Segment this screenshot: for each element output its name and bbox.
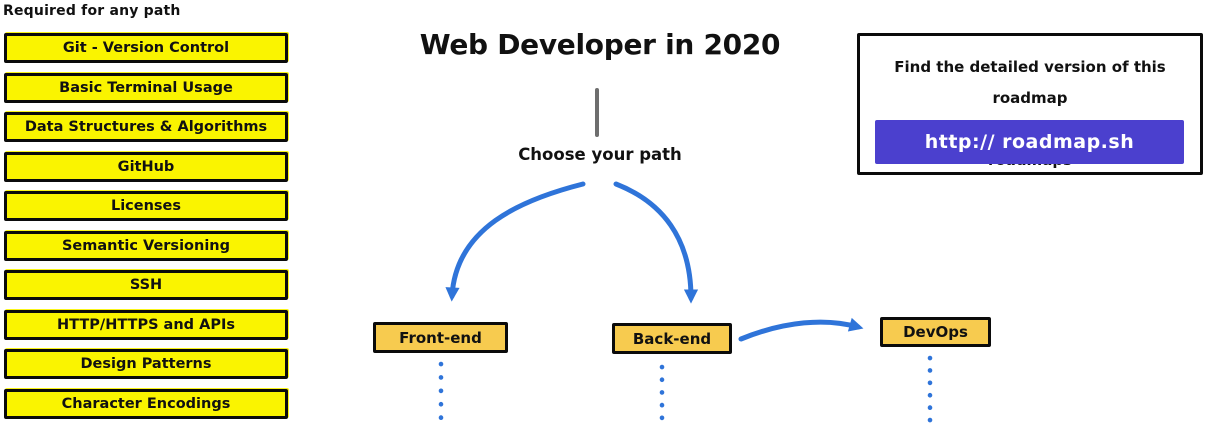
arrow-backend-to-devops (738, 317, 864, 342)
skill-label: Design Patterns (80, 356, 212, 372)
path-node-label: Front-end (399, 328, 482, 347)
skill-label: SSH (129, 277, 163, 293)
title-connector-line (595, 88, 599, 137)
skill-box-github[interactable]: GitHub (4, 151, 288, 182)
path-node-backend[interactable]: Back-end (612, 323, 732, 354)
skill-box-encodings[interactable]: Character Encodings (4, 388, 288, 419)
roadmap-info-box: Find the detailed version of this roadma… (857, 33, 1203, 175)
skill-label: Data Structures & Algorithms (24, 119, 268, 135)
skill-box-design-patterns[interactable]: Design Patterns (4, 349, 288, 379)
skill-box-ssh[interactable]: SSH (4, 270, 288, 300)
info-line-1: Find the detailed version of this roadma… (894, 58, 1166, 107)
required-skills-list: Git - Version Control Basic Terminal Usa… (4, 33, 288, 419)
path-node-label: Back-end (632, 329, 712, 348)
skill-box-terminal[interactable]: Basic Terminal Usage (4, 72, 288, 103)
skill-box-data-structures[interactable]: Data Structures & Algorithms (4, 112, 288, 142)
skill-label: Semantic Versioning (61, 237, 230, 254)
path-node-devops[interactable]: DevOps (880, 317, 991, 347)
page-title: Web Developer in 2020 (419, 28, 781, 61)
arrow-to-frontend (445, 181, 586, 302)
skill-label: Git - Version Control (62, 40, 230, 56)
skill-label: Basic Terminal Usage (59, 79, 233, 96)
skill-box-git[interactable]: Git - Version Control (4, 33, 288, 63)
skill-box-http[interactable]: HTTP/HTTPS and APIs (4, 309, 288, 340)
skill-label: Licenses (110, 198, 182, 214)
path-node-label: DevOps (903, 323, 968, 341)
roadmap-sh-link-button[interactable]: http:// roadmap.sh (875, 120, 1184, 164)
sidebar-heading: Required for any path (3, 3, 181, 19)
path-node-frontend[interactable]: Front-end (373, 322, 508, 353)
skill-label: GitHub (117, 158, 175, 175)
choose-your-path-label: Choose your path (518, 145, 682, 164)
skill-box-licenses[interactable]: Licenses (4, 191, 288, 221)
skill-box-semver[interactable]: Semantic Versioning (4, 230, 288, 261)
skill-label: HTTP/HTTPS and APIs (57, 316, 235, 333)
arrow-to-backend (613, 181, 699, 304)
skill-label: Character Encodings (61, 395, 231, 412)
